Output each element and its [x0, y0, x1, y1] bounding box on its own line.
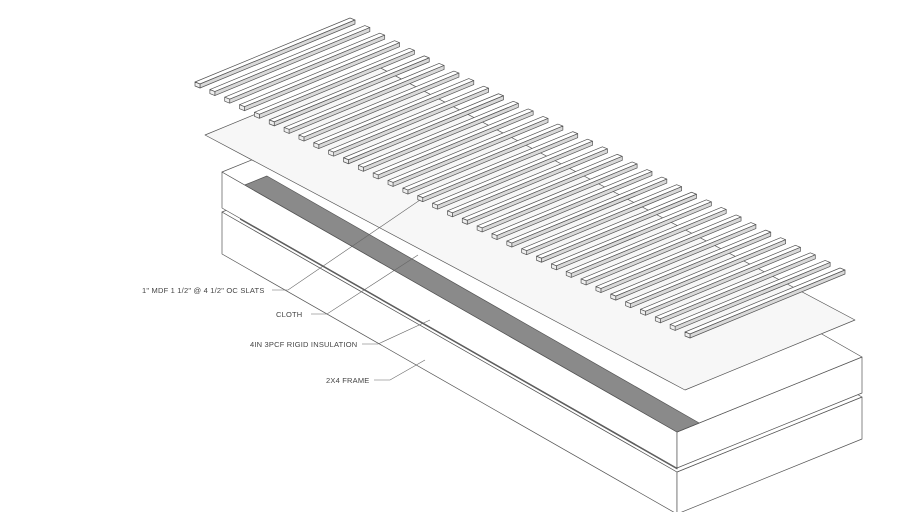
slat — [283, 63, 445, 134]
insulation-shadow-band — [244, 175, 700, 433]
slat — [328, 85, 489, 157]
leader-frame — [374, 359, 426, 381]
slat-end — [580, 278, 587, 286]
slat-end — [387, 180, 394, 187]
slat-end — [268, 119, 275, 127]
slat-end — [402, 187, 409, 195]
slat — [298, 70, 460, 142]
slat — [268, 55, 430, 127]
slat — [343, 93, 504, 165]
leader-insulation — [362, 319, 431, 345]
slat — [669, 260, 831, 331]
slat-end — [595, 286, 602, 293]
slat — [402, 123, 564, 195]
slat — [254, 47, 415, 119]
slat-end — [551, 263, 557, 271]
slat-end — [239, 104, 245, 112]
slat — [239, 40, 400, 112]
slat-end — [565, 271, 572, 278]
slat — [194, 17, 356, 89]
leader-slats — [272, 199, 421, 291]
slat — [357, 100, 519, 172]
slat — [417, 131, 579, 202]
slat — [610, 229, 772, 301]
slat — [387, 116, 549, 187]
slat — [536, 191, 697, 263]
slat-end — [669, 324, 676, 331]
slat — [684, 267, 846, 339]
slat-end — [625, 301, 631, 309]
slat — [580, 214, 742, 286]
slat — [565, 207, 727, 278]
slat — [447, 146, 608, 218]
slat-end — [447, 210, 453, 218]
slat — [506, 176, 668, 248]
leader-lines — [272, 199, 431, 381]
slat-end — [461, 218, 468, 225]
slat — [491, 169, 653, 240]
label-frame: 2X4 FRAME — [326, 376, 370, 385]
slat-end — [209, 89, 216, 96]
label-cloth: CLOTH — [276, 310, 303, 319]
slat-end — [224, 96, 231, 104]
slat-end — [491, 233, 498, 240]
slat — [640, 244, 801, 316]
slat-end — [684, 331, 691, 339]
slat-end — [343, 157, 349, 165]
slat-end — [640, 308, 646, 316]
slat-end — [372, 172, 379, 180]
slat-end — [432, 202, 438, 210]
slat-end — [506, 240, 513, 248]
leader-cloth — [311, 254, 419, 315]
slat-end — [194, 81, 201, 89]
slat-end — [417, 195, 424, 202]
slat-end — [357, 164, 364, 172]
slat-end — [283, 127, 290, 134]
slat-end — [254, 111, 260, 119]
slat — [313, 78, 475, 149]
slat-end — [313, 142, 320, 149]
slat — [654, 252, 816, 324]
slat — [372, 108, 534, 180]
slat-end — [610, 293, 617, 301]
slat — [595, 222, 757, 293]
slat-end — [476, 225, 483, 233]
label-insulation: 4IN 3PCF RIGID INSULATION — [250, 340, 358, 349]
slat — [224, 32, 386, 104]
slat — [432, 138, 593, 210]
slat-end — [536, 255, 542, 263]
slat-end — [328, 149, 334, 157]
slat — [209, 25, 371, 96]
label-slats: 1" MDF 1 1/2" @ 4 1/2" OC SLATS — [142, 286, 265, 295]
slat — [521, 184, 683, 256]
slat-end — [298, 134, 305, 142]
slat — [625, 237, 786, 309]
slat — [551, 199, 712, 271]
slat-end — [654, 316, 661, 324]
slats-layer — [194, 17, 846, 339]
slat-end — [521, 248, 528, 256]
slat — [476, 161, 638, 233]
slat — [461, 154, 623, 225]
